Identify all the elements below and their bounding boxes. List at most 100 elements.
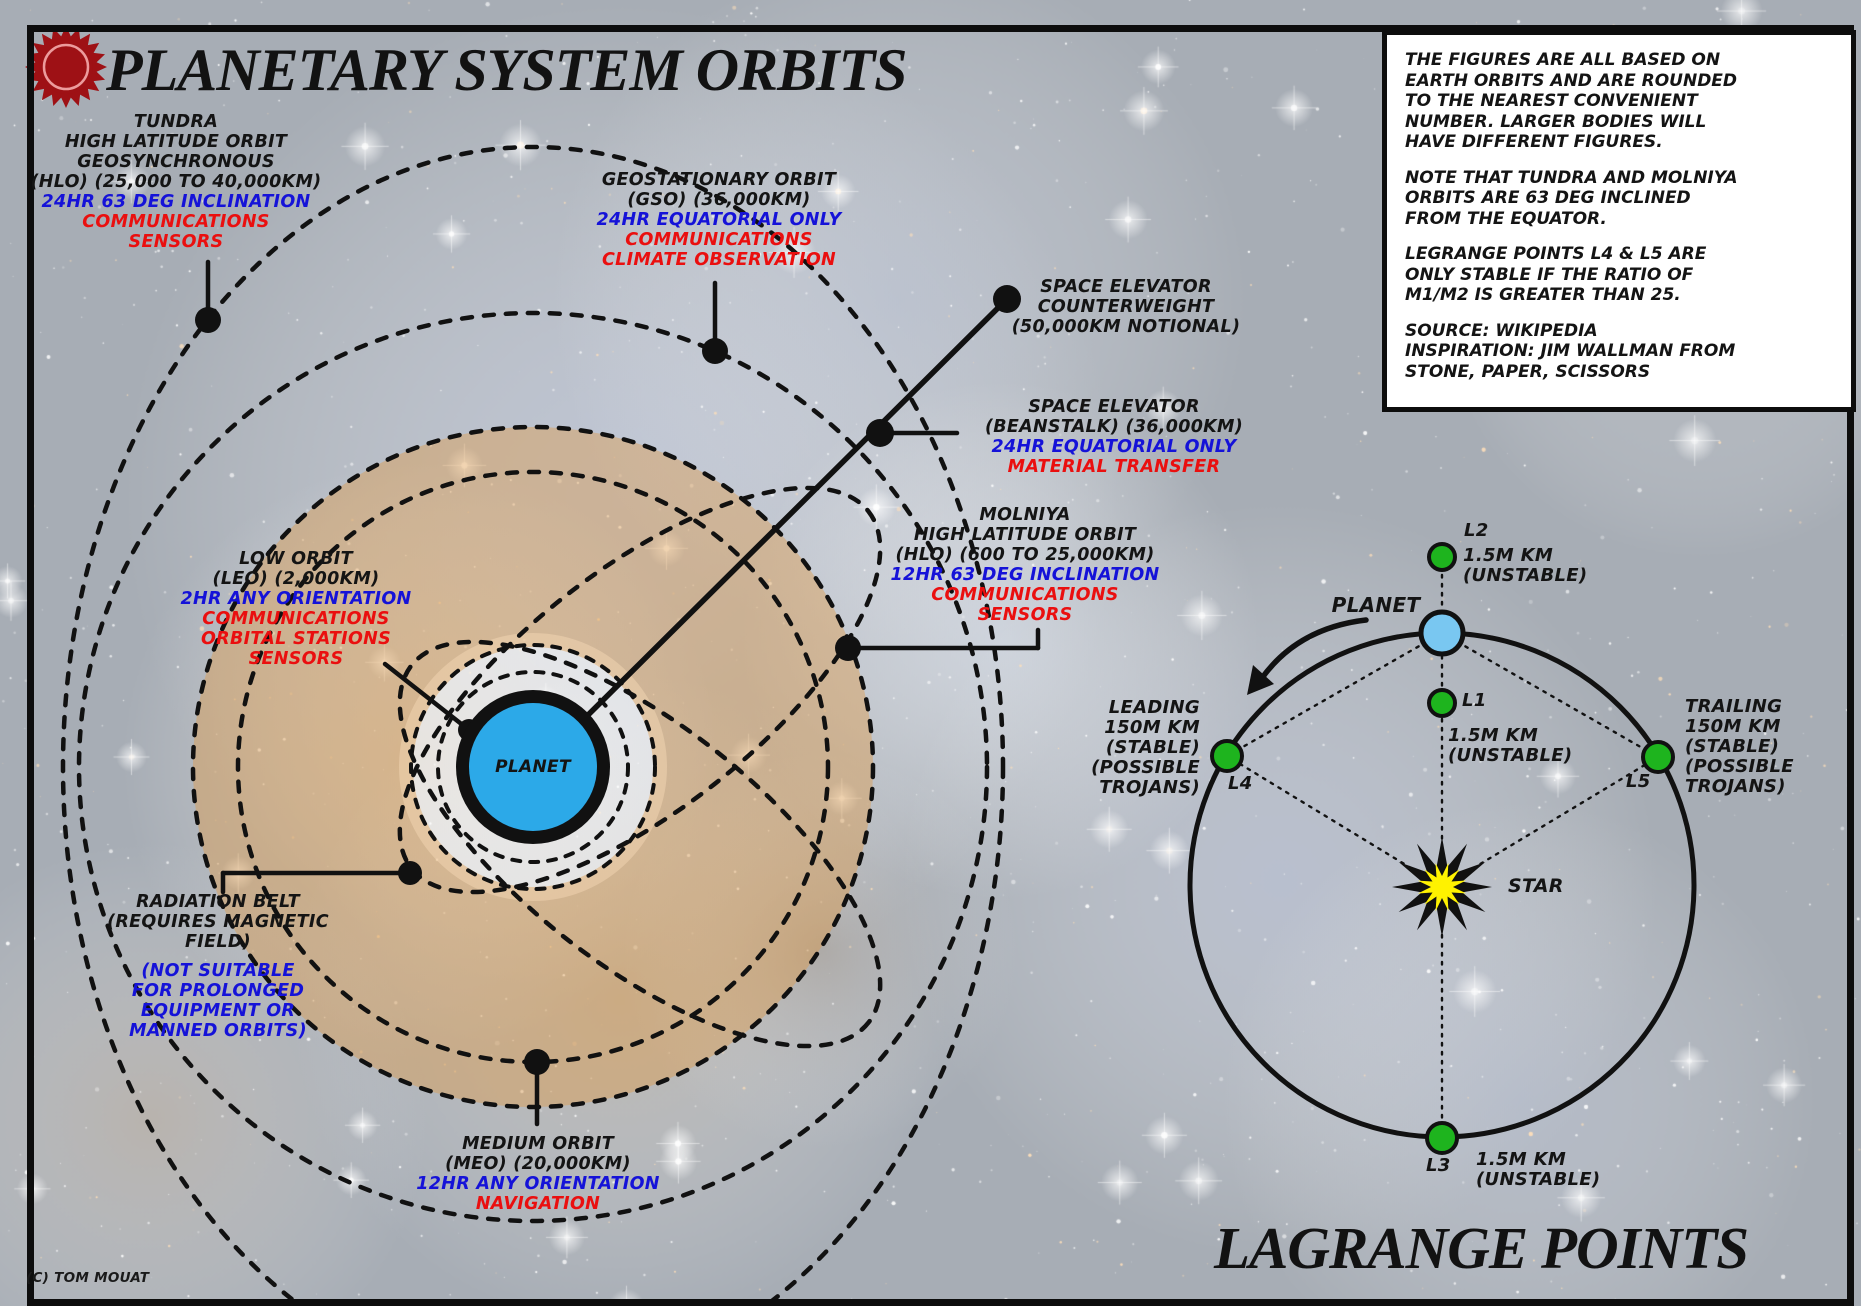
text-line: (LEO) (2,000KM) [212,569,380,589]
label-lg-star: STAR [1508,876,1564,896]
text-line: MANNED ORBITS) [129,1021,307,1041]
text-line: 150M KM [1685,716,1781,737]
text-line: L2 [1464,520,1489,541]
meo-dot [524,1049,550,1075]
text-line: COMMUNICATIONS [202,609,390,629]
text-line: TUNDRA [133,112,219,132]
label-leo: LOW ORBIT(LEO) (2,000KM)2HR ANY ORIENTAT… [181,549,412,669]
inner-belt-edge-orbit [409,643,657,891]
text-line: TROJANS) [1099,777,1200,798]
text-line: (STABLE) [1105,737,1200,758]
text-line: 1.5M KM [1448,725,1539,746]
text-line: (POSSIBLE [1685,756,1794,777]
text-line: ORBITAL STATIONS [201,629,391,649]
l2-dot [1427,542,1457,572]
text-line: FROM THE EQUATOR. [1405,208,1607,229]
label-lg-l1-info: 1.5M KM(UNSTABLE) [1448,726,1572,766]
text-line: COMMUNICATIONS [82,212,270,232]
text-line: 12HR ANY ORIENTATION [416,1174,660,1194]
page-title: PLANETARY SYSTEM ORBITS [106,37,908,103]
text-line: HIGH LATITUDE ORBIT [64,132,288,152]
label-lg-l1: L1 [1462,691,1487,711]
text-line: GEOSTATIONARY ORBIT [601,170,837,190]
leo-orbit [436,670,630,864]
text-line: NUMBER. LARGER BODIES WILL [1405,111,1707,132]
text-line: MATERIAL TRANSFER [1007,457,1221,477]
orbit-direction-arrowhead [1247,665,1274,695]
label-lg-planet: PLANET [1332,595,1421,615]
molniya-orbit-lower [397,639,883,1049]
sun-logo-icon [25,26,107,108]
space-elevator-line [582,296,1010,721]
text-line: SPACE ELEVATOR [1028,397,1200,417]
l3-dot [1425,1121,1459,1155]
text-line: STAR [1508,875,1564,897]
text-line: (REQUIRES MAGNETIC [107,912,329,932]
star-core-icon [1417,862,1467,912]
gso-dot [702,338,728,364]
text-line: SPACE ELEVATOR [1040,277,1212,297]
text-line: TROJANS) [1685,776,1786,797]
text-line: (UNSTABLE) [1476,1169,1601,1190]
orbit-rings [60,144,1006,1299]
text-line: FOR PROLONGED [131,981,305,1001]
text-line: L5 [1626,771,1651,792]
text-line: 150M KM [1104,717,1200,738]
l5-dot [1641,740,1675,774]
gso-orbit [76,310,990,1224]
text-line: SENSORS [248,649,344,669]
text-line: ORBITS ARE 63 DEG INCLINED [1405,188,1691,208]
text-line: L4 [1228,773,1253,794]
label-meo: MEDIUM ORBIT(MEO) (20,000KM)12HR ANY ORI… [416,1134,659,1214]
text-line: HIGH LATITUDE ORBIT [913,525,1137,545]
text-line: HAVE DIFFERENT FIGURES. [1405,132,1663,152]
text-line: COMMUNICATIONS [625,230,813,250]
label-lg-l4: L4 [1228,774,1253,794]
label-beanstalk: SPACE ELEVATOR(BEANSTALK) (36,000KM)24HR… [985,397,1243,477]
text-line: THE FIGURES ARE ALL BASED ON [1405,50,1721,70]
text-line: (HLO) (25,000 TO 40,000KM) [30,172,322,192]
leader-lines [195,259,1041,1127]
text-line: L1 [1462,690,1487,711]
belt-outer-edge-orbit [190,424,876,1110]
text-line: (NOT SUITABLE [141,961,295,981]
tundra-orbit [60,144,1006,1299]
lagrange-planet-dot [1418,609,1466,657]
counterweight-dot [993,285,1021,313]
frame-border [27,25,1854,1306]
text-line: COMMUNICATIONS [931,585,1119,605]
text-line: (UNSTABLE) [1448,745,1573,766]
text-line: 1.5M KM [1476,1149,1567,1170]
label-lg-l5: L5 [1626,772,1651,792]
text-line: 24HR 63 DEG INCLINATION [41,192,311,212]
text-line: PLANET [495,757,571,777]
orbit-direction-arrow [1259,617,1369,681]
text-line: GEOSYNCHRONOUS [77,152,275,172]
label-lg-l3-info: 1.5M KM(UNSTABLE) [1476,1150,1600,1190]
planet [469,703,597,831]
l4-dot [1210,739,1244,773]
label-lg-l2-info: 1.5M KM(UNSTABLE) [1463,546,1587,586]
text-line: NOTE THAT TUNDRA AND MOLNIYA [1405,167,1738,188]
text-line: (UNSTABLE) [1463,565,1588,586]
text-line: LEADING [1108,697,1200,718]
text-line: EQUIPMENT OR [140,1001,296,1021]
text-line: RADIATION BELT [136,892,300,912]
text-line: MEDIUM ORBIT [462,1134,614,1154]
text-line: (MEO) (20,000KM) [445,1154,631,1174]
text-line: (GSO) (36,000KM) [627,190,811,210]
text-line: 1.5M KM [1463,545,1554,566]
text-line: LOW ORBIT [239,549,353,569]
lagrange-points [1210,542,1675,1155]
